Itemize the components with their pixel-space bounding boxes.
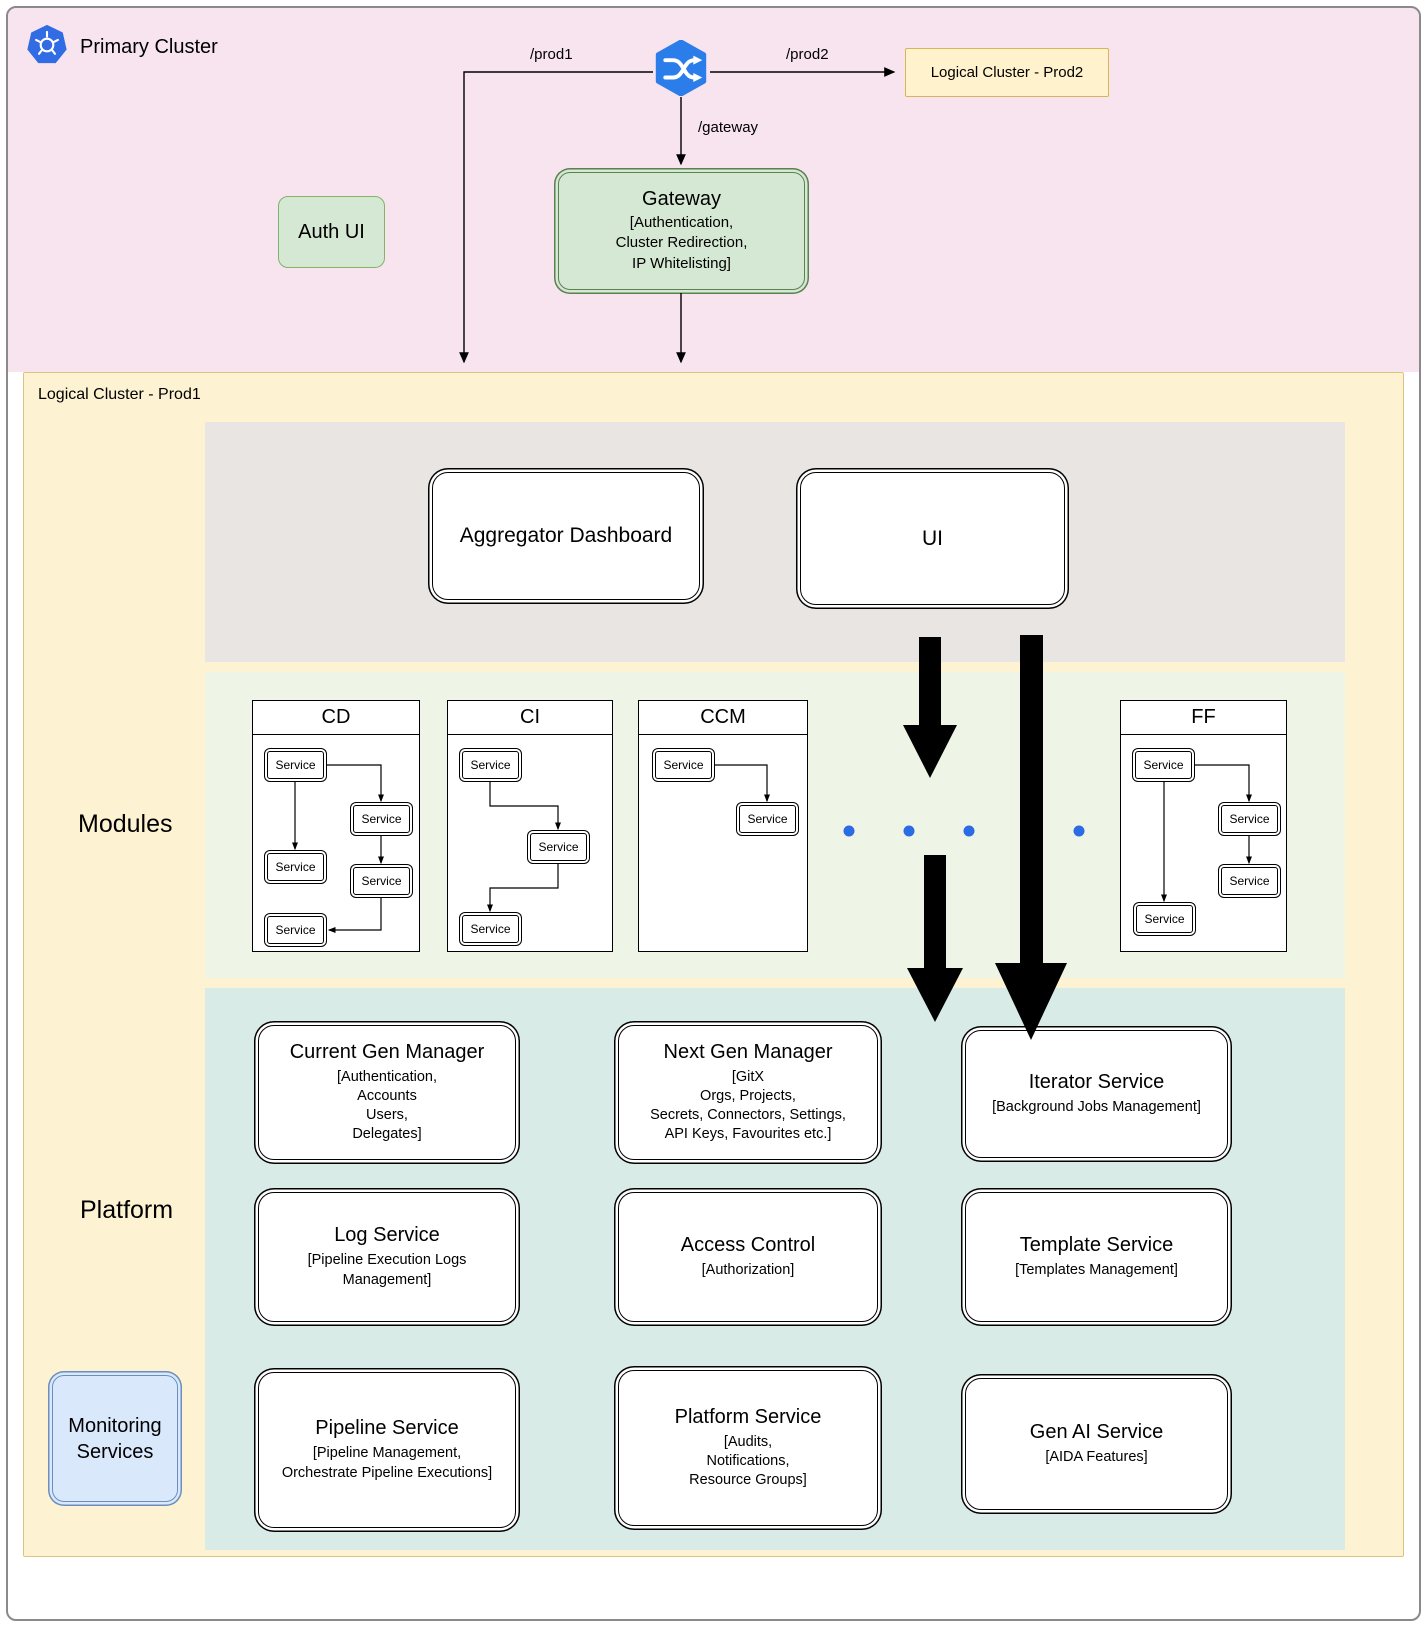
route-label-prod2: /prod2 [786,46,829,63]
gateway-title: Gateway [642,188,721,211]
platform-box-details: [GitX Orgs, Projects, Secrets, Connector… [650,1068,846,1143]
platform-box-title: Template Service [1019,1233,1174,1256]
platform-box-details: [Pipeline Execution Logs Management] [307,1252,467,1288]
route-label-gateway: /gateway [698,119,759,136]
platform-box-title: Access Control [680,1233,816,1256]
module-ccm-connectors [712,764,770,803]
module-ci-title: CI [448,701,612,735]
platform-box-title: Current Gen Manager [289,1040,485,1063]
service-box: Service [739,805,796,833]
service-box: Service [1221,867,1278,895]
service-box: Service [462,915,519,943]
service-box: Service [462,751,519,779]
ui-box: UI [800,472,1065,605]
service-box: Service [655,751,712,779]
service-box: Service [267,853,324,881]
platform-box-title: Log Service [334,1224,440,1247]
ui-label: UI [922,526,943,550]
service-box: Service [530,833,587,861]
platform-box-details: [Pipeline Management, Orchestrate Pipeli… [281,1445,493,1481]
platform-box-title: Gen AI Service [1029,1420,1164,1443]
modules-section-label: Modules [78,810,173,838]
platform-box-platform-service: Platform Service [Audits, Notifications,… [618,1370,878,1526]
platform-box-details: [Authentication, Accounts Users, Delegat… [337,1068,437,1143]
monitoring-services-label: Monitoring Services [68,1414,162,1463]
module-ci-connectors [487,779,561,913]
logical-cluster-prod2-label: Logical Cluster - Prod2 [930,64,1084,81]
platform-box-pipeline-service: Pipeline Service [Pipeline Management, O… [258,1372,516,1528]
platform-box-title: Platform Service [674,1405,822,1428]
module-ccm-title: CCM [639,701,807,735]
primary-cluster-header: Primary Cluster [26,24,218,71]
auth-ui-box: Auth UI [278,196,385,268]
module-cd-connectors [292,764,384,933]
service-box: Service [267,751,324,779]
gateway-box: Gateway [Authentication, Cluster Redirec… [558,172,805,290]
route-label-prod1: /prod1 [530,46,573,63]
platform-box-current-gen-manager: Current Gen Manager [Authentication, Acc… [258,1025,516,1160]
aggregator-dashboard-box: Aggregator Dashboard [432,472,700,600]
platform-box-details: [Templates Management] [1015,1261,1178,1278]
monitoring-services-box: Monitoring Services [52,1375,178,1502]
auth-ui-label: Auth UI [298,220,365,243]
module-ff-title: FF [1121,701,1286,735]
service-box: Service [1221,805,1278,833]
module-cd: CD Service Service Service Service Servi… [252,700,420,952]
prod1-cluster-label: Logical Cluster - Prod1 [38,386,201,403]
aggregator-dashboard-label: Aggregator Dashboard [459,524,673,547]
platform-box-details: [Audits, Notifications, Resource Groups] [689,1433,807,1489]
app-layer-region [205,422,1345,662]
platform-box-next-gen-manager: Next Gen Manager [GitX Orgs, Projects, S… [618,1025,878,1160]
platform-box-title: Next Gen Manager [663,1040,833,1063]
platform-box-log-service: Log Service [Pipeline Execution Logs Man… [258,1192,516,1322]
module-cd-title: CD [253,701,419,735]
platform-box-details: [Background Jobs Management] [992,1098,1201,1115]
primary-cluster-label: Primary Cluster [80,36,218,58]
platform-box-details: [Authorization] [701,1261,795,1278]
platform-box-gen-ai-service: Gen AI Service [AIDA Features] [965,1378,1228,1510]
platform-box-title: Pipeline Service [315,1417,459,1440]
module-ccm: CCM Service Service [638,700,808,952]
service-box: Service [353,805,410,833]
module-ff: FF Service Service Service Service [1120,700,1287,952]
platform-box-title: Iterator Service [1028,1070,1165,1093]
service-box: Service [1135,751,1192,779]
logical-cluster-prod2-box: Logical Cluster - Prod2 [905,48,1109,97]
service-box: Service [353,867,410,895]
module-ff-connectors [1161,764,1252,903]
module-ci: CI Service Service Service [447,700,613,952]
service-box: Service [1136,905,1193,933]
service-box: Service [267,916,324,944]
kubernetes-icon [26,24,68,71]
platform-box-iterator-service: Iterator Service [Background Jobs Manage… [965,1030,1228,1158]
platform-box-access-control: Access Control [Authorization] [618,1192,878,1322]
platform-box-template-service: Template Service [Templates Management] [965,1192,1228,1322]
route-switch-icon [653,39,709,101]
platform-section-label: Platform [80,1196,174,1224]
platform-box-details: [AIDA Features] [1045,1448,1148,1465]
gateway-details: [Authentication, Cluster Redirection, IP… [615,214,748,272]
